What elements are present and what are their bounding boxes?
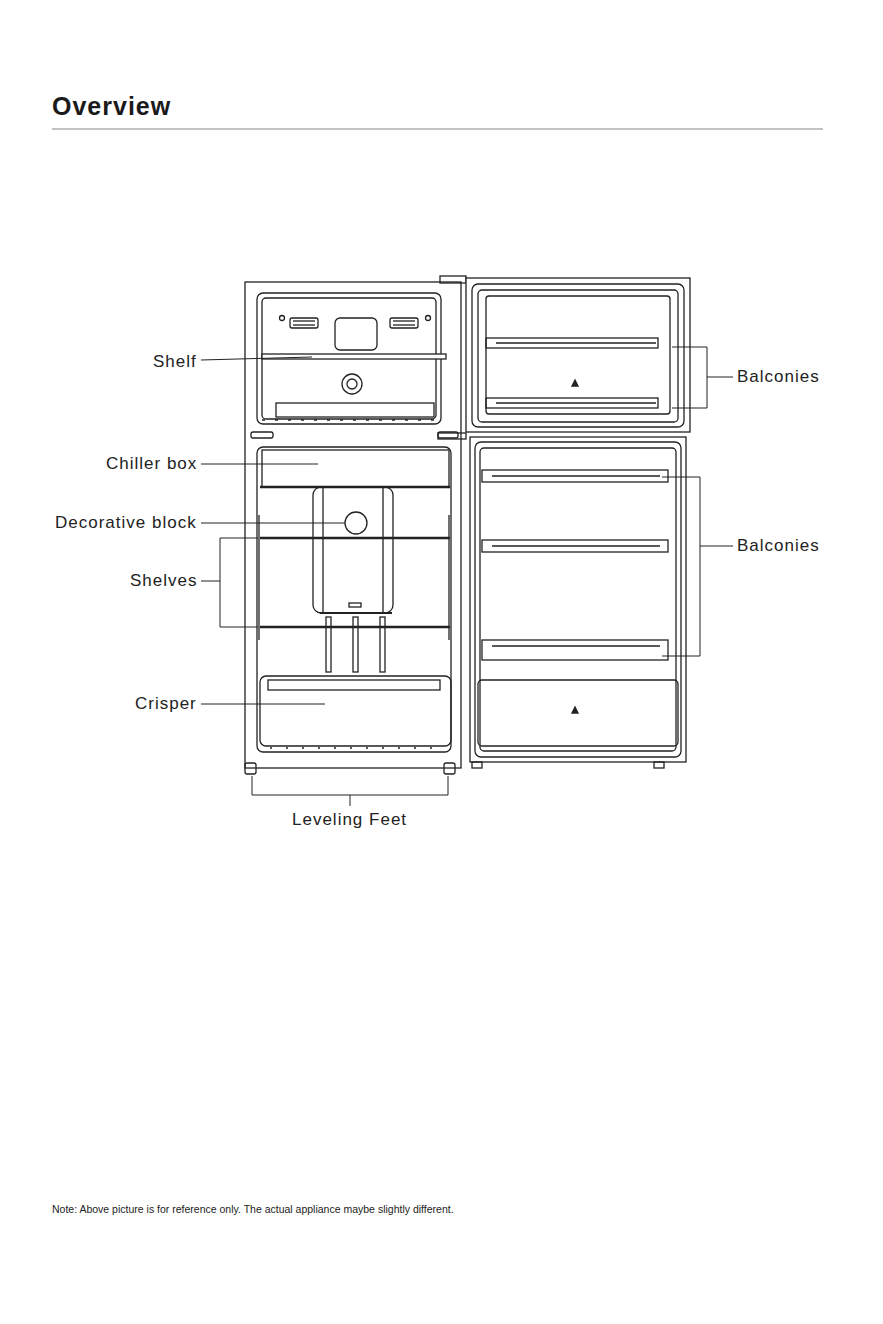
part-label: Shelf [153,352,197,372]
fridge-doors [438,276,690,768]
fridge-cabinet [245,282,461,774]
part-label: Balconies [737,536,820,556]
part-label: Decorative block [55,513,197,533]
note-caption: Note: Above picture is for reference onl… [52,1203,454,1216]
part-label: Balconies [737,367,820,387]
part-label: Crisper [135,694,197,714]
part-label: Chiller box [106,454,197,474]
part-label: Leveling Feet [292,810,407,830]
leader-lines [201,347,733,806]
part-label: Shelves [130,571,197,591]
title-rule [52,128,823,129]
page-title: Overview [52,91,171,121]
